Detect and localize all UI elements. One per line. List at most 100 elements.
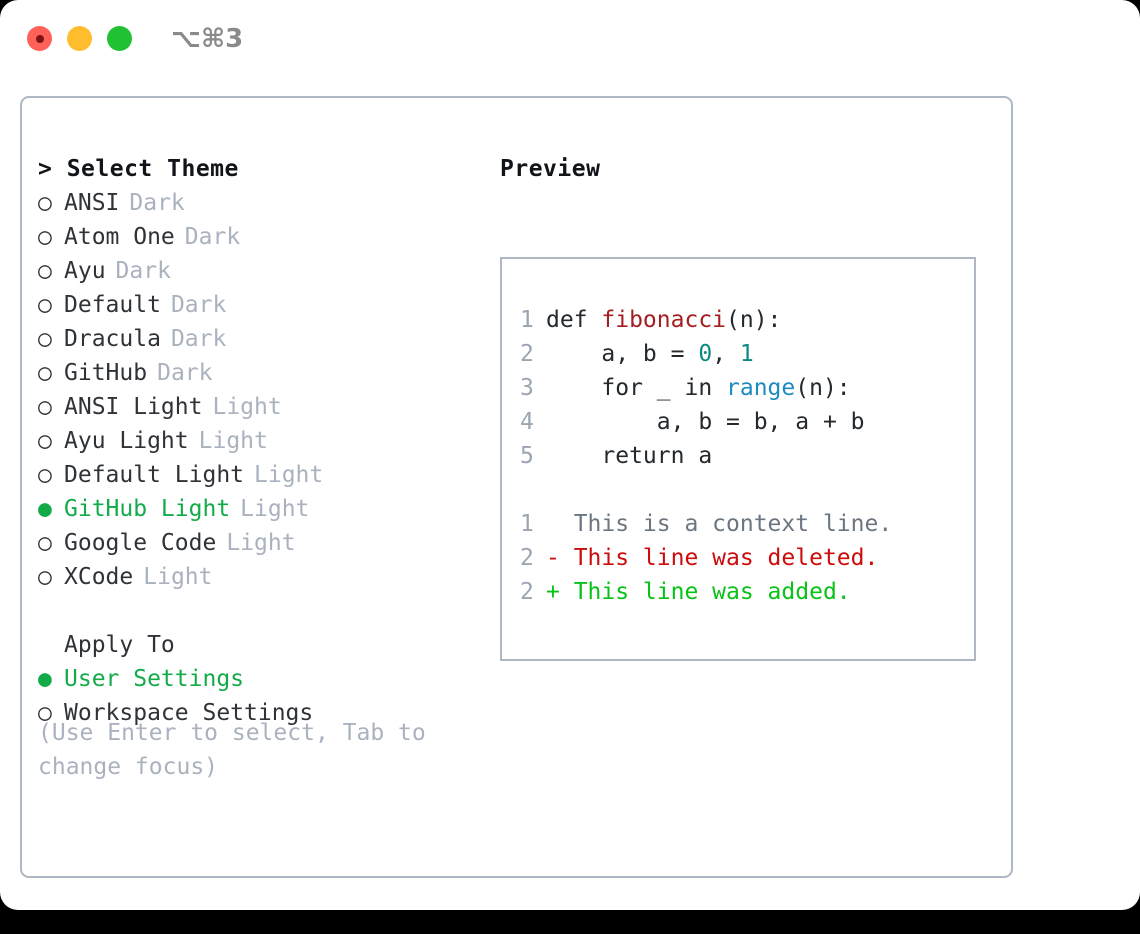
theme-option[interactable]: ○ Ayu Dark (38, 254, 478, 288)
radio-selected-icon: ● (38, 496, 52, 522)
line-number: 1 (520, 307, 534, 333)
radio-unselected-icon: ○ (38, 326, 52, 352)
theme-option[interactable]: ○ ANSI Dark (38, 186, 478, 220)
theme-variant-badge: Light (143, 564, 213, 590)
theme-name: GitHub (64, 360, 148, 386)
diff-line: 2 - This line was deleted. (520, 541, 892, 575)
diff-text-add: + This line was added. (546, 579, 851, 605)
code-diff-gap (520, 473, 892, 507)
title-bar: ⌥⌘3 (0, 0, 1140, 76)
code-token-call: range (726, 375, 796, 401)
code-token-fn: fibonacci (601, 307, 727, 333)
code-token-plain: (n): (726, 307, 782, 333)
code-token-plain: for _ in (546, 375, 727, 401)
theme-variant-badge: Dark (157, 360, 213, 386)
theme-option[interactable]: ○ Atom One Dark (38, 220, 478, 254)
theme-variant-badge: Light (212, 394, 282, 420)
theme-name: Dracula (64, 326, 161, 352)
close-window-button[interactable] (27, 26, 52, 51)
diff-lines: 1 This is a context line.2- This line wa… (520, 507, 892, 609)
code-line: 1 def fibonacci(n): (520, 303, 892, 337)
apply-to-label: User Settings (64, 666, 245, 692)
theme-variant-badge: Light (254, 462, 324, 488)
line-number: 3 (520, 375, 534, 401)
line-number: 5 (520, 443, 534, 469)
theme-name: Atom One (64, 224, 175, 250)
radio-unselected-icon: ○ (38, 258, 52, 284)
radio-unselected-icon: ○ (38, 462, 52, 488)
line-number: 2 (520, 579, 534, 605)
theme-name: Ayu Light (64, 428, 189, 454)
line-number: 4 (520, 409, 534, 435)
code-token-plain: a, b = b, a + b (546, 409, 865, 435)
apply-to-header: Apply To (64, 632, 175, 658)
theme-option[interactable]: ○ XCode Light (38, 560, 478, 594)
radio-unselected-icon: ○ (38, 700, 52, 726)
radio-unselected-icon: ○ (38, 394, 52, 420)
theme-variant-badge: Dark (115, 258, 171, 284)
apply-to-options: ● User Settings ○ Workspace Settings (38, 662, 478, 730)
theme-name: Default Light (64, 462, 245, 488)
maximize-window-button[interactable] (107, 26, 132, 51)
theme-option[interactable]: ○ Default Light Light (38, 458, 478, 492)
theme-name: XCode (64, 564, 134, 590)
code-token-num: 0 (698, 341, 713, 367)
apply-to-option[interactable]: ○ Workspace Settings (38, 696, 478, 730)
radio-unselected-icon: ○ (38, 530, 52, 556)
code-token-plain: a, b = (546, 341, 699, 367)
diff-line: 2 + This line was added. (520, 575, 892, 609)
list-spacer (38, 594, 478, 628)
diff-text-del: - This line was deleted. (546, 545, 879, 571)
apply-to-label: Workspace Settings (64, 700, 314, 726)
code-token-num: 1 (739, 341, 754, 367)
apply-to-option[interactable]: ● User Settings (38, 662, 478, 696)
theme-option[interactable]: ○ ANSI Light Light (38, 390, 478, 424)
code-line: 5 return a (520, 439, 892, 473)
theme-option[interactable]: ○ GitHub Dark (38, 356, 478, 390)
select-theme-header: > Select Theme (38, 156, 239, 182)
radio-unselected-icon: ○ (38, 224, 52, 250)
theme-name: Default (64, 292, 161, 318)
theme-variant-badge: Light (198, 428, 268, 454)
keyboard-shortcut-label: ⌥⌘3 (171, 24, 244, 54)
code-line: 4 a, b = b, a + b (520, 405, 892, 439)
theme-name: ANSI (64, 190, 120, 216)
theme-variant-badge: Dark (170, 292, 227, 318)
code-token-plain: return a (546, 443, 713, 469)
radio-unselected-icon: ○ (38, 564, 52, 590)
theme-variant-badge: Dark (184, 224, 241, 250)
code-token-plain: (n): (795, 375, 851, 401)
radio-unselected-icon: ○ (38, 190, 52, 216)
code-token-plain: , (712, 341, 740, 367)
code-token-plain: def (546, 307, 602, 333)
theme-option[interactable]: ○ Dracula Dark (38, 322, 478, 356)
code-line: 3 for _ in range(n): (520, 371, 892, 405)
theme-variant-badge: Light (226, 530, 296, 556)
theme-name: Ayu (64, 258, 106, 284)
code-line: 2 a, b = 0, 1 (520, 337, 892, 371)
minimize-window-button[interactable] (67, 26, 92, 51)
line-number: 2 (520, 341, 534, 367)
radio-unselected-icon: ○ (38, 360, 52, 386)
radio-unselected-icon: ○ (38, 292, 52, 318)
theme-name: ANSI Light (64, 394, 203, 420)
theme-option[interactable]: ○ Default Dark (38, 288, 478, 322)
theme-variant-badge: Dark (129, 190, 185, 216)
theme-variant-badge: Light (240, 496, 310, 522)
theme-option[interactable]: ○ Ayu Light Light (38, 424, 478, 458)
radio-selected-icon: ● (38, 666, 52, 692)
diff-text-ctx: This is a context line. (546, 511, 893, 537)
line-number: 2 (520, 545, 534, 571)
radio-unselected-icon: ○ (38, 428, 52, 454)
theme-variant-badge: Dark (170, 326, 227, 352)
